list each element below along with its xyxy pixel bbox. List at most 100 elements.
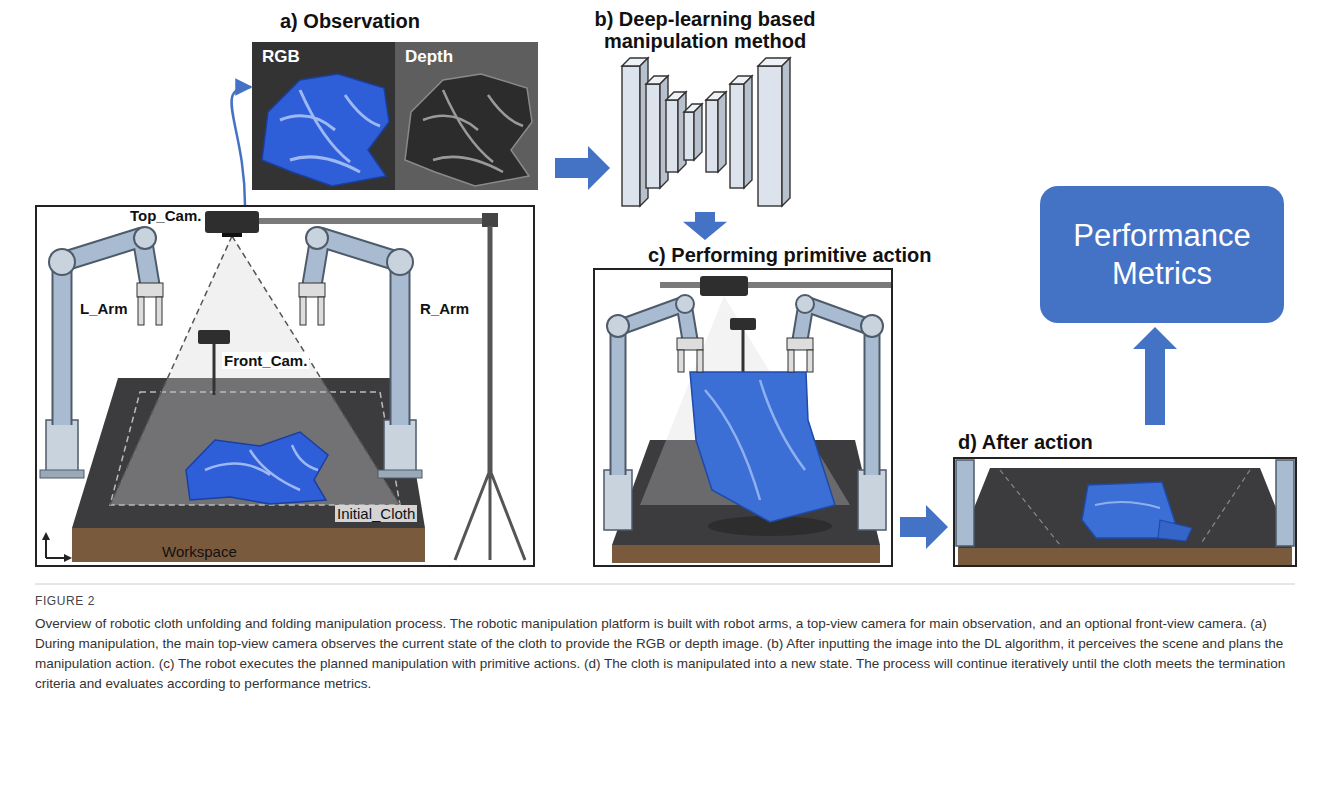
setup-illustration-part [482,213,498,227]
depth-image: Depth [395,42,538,190]
setup-illustration-part [49,249,75,275]
observation-images-part [395,42,538,190]
setup-illustration-part [205,445,318,490]
setup-illustration-part [300,297,306,325]
block-arrow [555,146,610,190]
action-illustration-part [730,318,756,330]
result-illustration-part [958,548,1292,565]
network-figure-part [666,100,678,172]
setup-illustration-part [198,330,230,344]
network-figure-part [744,76,752,188]
setup-illustration-part [134,227,156,249]
caption-rule [35,584,1295,585]
setup-illustration-part [156,297,162,325]
result-panel: d) After action [953,457,1297,567]
setup-illustration-part [378,470,422,478]
setup-illustration-part [138,297,144,325]
result-illustration-part [1158,520,1192,541]
part-name: Top_Cam. [128,207,203,224]
observation-images-part [405,74,532,186]
image-label: Depth [405,47,453,67]
setup-illustration-part [299,283,325,297]
figure-number: FIGURE 2 [35,594,95,608]
network-figure [622,58,790,206]
setup-illustration-part [110,392,400,505]
part-name: Front_Cam. [222,352,309,369]
setup-illustration-part [488,226,493,472]
curved-arrow [232,87,251,205]
block-arrow [683,212,727,240]
network-figure-part [646,84,660,188]
setup-illustration-part [40,470,84,478]
part-name: R_Arm [418,300,471,317]
action-illustration-part [742,330,745,372]
panel-heading: b) Deep-learning based manipulation meth… [570,8,840,52]
setup-illustration-part [205,211,259,233]
result-illustration [956,460,1294,565]
action-panel: c) Performing primitive action [593,268,893,567]
action-illustration-part [678,350,684,372]
setup-illustration-part [46,538,66,558]
action-illustration-part [612,545,880,563]
action-illustration-part [697,350,703,372]
action-illustration-part [787,338,813,350]
action-illustration-part [788,350,794,372]
result-illustration-part [958,468,1292,548]
part-name: L_Arm [78,300,130,317]
box-text: Performance Metrics [1040,217,1284,293]
rgb-image: RGB [252,42,395,190]
setup-illustration-part [46,420,78,472]
action-illustration [604,276,891,563]
panel-heading: c) Performing primitive action [648,244,931,266]
network-figure-part [706,100,718,172]
metrics-box: Performance Metrics [1040,186,1284,323]
result-illustration-part [1000,470,1250,545]
result-illustration-part [1276,460,1294,546]
setup-illustration-part [384,420,416,472]
setup-panel: Top_Cam. L_Arm R_ArmFront_Cam. Initial_Clot… [35,205,535,567]
setup-illustration-part [72,528,425,562]
network-figure-part [622,66,640,206]
setup-illustration-part [222,233,242,237]
action-illustration-part [676,295,694,313]
setup-illustration-part [455,470,525,560]
network-figure-part [782,58,790,206]
observation-images-part [280,90,380,172]
figure-caption: Overview of robotic cloth unfolding and … [35,614,1293,694]
result-illustration-part [1095,502,1160,508]
block-arrow [1133,327,1177,425]
network-figure: b) Deep-learning based manipulation meth… [620,58,790,208]
caption-rule-part [35,584,1295,585]
observation-images [252,42,538,190]
network-figure-part [694,104,702,160]
panel-heading: a) Observation [280,10,420,32]
setup-illustration-part [186,432,328,504]
observation-images-part [423,90,523,172]
setup-illustration-part [318,297,324,325]
action-illustration-part [807,350,813,372]
action-illustration-part [604,470,632,530]
result-illustration-part [956,460,974,546]
action-illustration-part [861,315,883,337]
action-illustration-part [690,372,835,522]
observation-images-part [262,74,389,186]
setup-illustration-part [137,283,163,297]
setup-illustration-part [64,554,72,562]
image-label: RGB [262,47,300,67]
setup-illustration-part [213,344,216,395]
setup-illustration-part [42,532,50,540]
setup-illustration [40,211,525,562]
setup-illustration-part [225,218,495,224]
action-illustration-part [700,276,748,296]
action-illustration-part [607,315,629,337]
part-name: Initial_Cloth [335,505,417,522]
action-illustration-part [660,282,891,288]
action-illustration-part [858,470,886,530]
action-illustration-part [796,295,814,313]
block-arrow [900,505,948,549]
network-figure-part [684,112,694,160]
action-illustration-part [677,338,703,350]
part-name: Workspace [160,543,239,560]
network-figure-part [730,84,744,188]
setup-illustration-part [387,249,413,275]
